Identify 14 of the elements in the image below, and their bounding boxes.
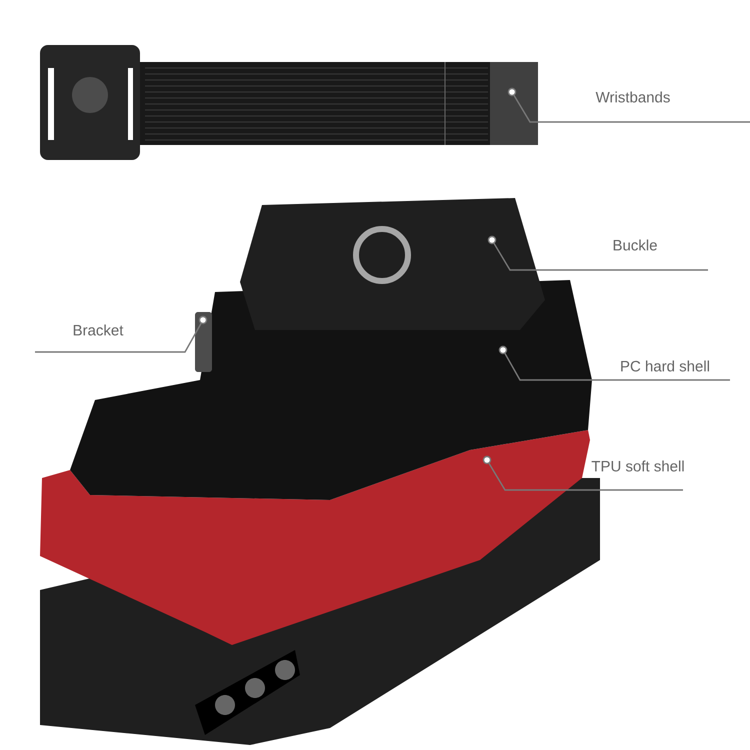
leader-line <box>488 236 709 271</box>
callout-label: Wristbands <box>596 92 670 102</box>
leader-line <box>482 456 684 491</box>
buckle-drawing <box>240 198 545 330</box>
callout-label: Buckle <box>614 240 657 250</box>
callout-label: TPU soft shell <box>592 460 684 472</box>
callout-label: Bracket <box>74 324 124 336</box>
leader-line <box>508 88 750 123</box>
callout-label: PC hard shell <box>621 360 709 372</box>
leader-line <box>498 346 731 381</box>
leader-line <box>34 316 208 353</box>
wristband-drawing <box>40 45 538 160</box>
bracket-drawing <box>195 312 212 372</box>
soft-shell-drawing <box>40 430 590 645</box>
